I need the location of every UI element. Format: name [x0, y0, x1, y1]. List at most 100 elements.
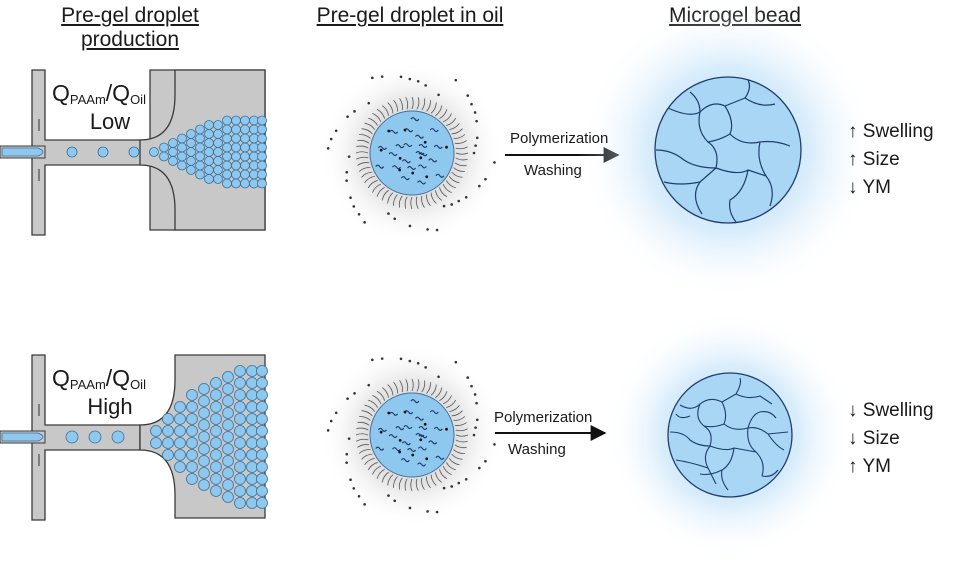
surfactant [439, 187, 448, 198]
surfactant [393, 99, 398, 112]
droplet [257, 133, 267, 144]
droplet [195, 124, 205, 135]
oil-molecule [435, 228, 439, 232]
surfactant [358, 167, 371, 172]
droplet [198, 395, 210, 407]
oil-molecule [352, 487, 356, 490]
surfactant [393, 194, 398, 206]
surfactant [387, 474, 394, 486]
droplet [234, 425, 246, 437]
crosslinker [419, 156, 423, 160]
flow-ratio-low: QPAAm/QOil [52, 80, 146, 107]
oil-molecule [357, 212, 361, 216]
surfactant [439, 109, 448, 119]
surfactant [421, 380, 426, 393]
droplet [111, 430, 125, 444]
effect-high-swelling: ↓ Swelling [848, 397, 934, 425]
droplet [234, 401, 246, 413]
surfactant [355, 433, 369, 436]
droplet [186, 138, 196, 148]
oil-molecule [408, 224, 412, 228]
oil-droplet-high-core [369, 392, 455, 478]
droplet [234, 377, 246, 389]
oil-molecule [363, 221, 366, 224]
surfactant [357, 444, 370, 448]
droplet [231, 178, 241, 189]
surfactant [453, 134, 466, 139]
droplet [204, 165, 214, 175]
droplet [210, 449, 222, 461]
droplet [234, 449, 246, 461]
droplet [222, 178, 232, 189]
crosslinker [411, 171, 415, 175]
droplet [240, 169, 250, 180]
surfactant [364, 458, 375, 466]
droplet [213, 156, 223, 166]
surfactant [439, 469, 448, 480]
droplet [195, 151, 205, 162]
droplet [246, 413, 258, 425]
oil-molecule [424, 366, 427, 369]
droplet [222, 443, 234, 455]
monomer [375, 446, 385, 451]
flow-rate-low: Low [89, 109, 131, 134]
effect-low-ym: ↓ YM [848, 174, 934, 202]
surfactant [355, 151, 369, 154]
droplet [210, 389, 222, 401]
monomer [400, 458, 410, 463]
droplet [246, 401, 258, 413]
droplet [177, 133, 187, 144]
droplet [198, 479, 210, 491]
droplet [231, 133, 241, 144]
effect-high-size-text: Size [862, 428, 900, 449]
surfactant [454, 162, 467, 167]
droplet [257, 160, 267, 171]
oil-molecule [408, 506, 412, 510]
droplet [231, 169, 241, 180]
surfactant [455, 428, 468, 432]
flow-ratio-high: QPAAm/QOil [52, 365, 146, 392]
surfactant [446, 180, 456, 189]
oil-molecule [478, 466, 481, 470]
oil-molecule [347, 437, 351, 440]
monomer [407, 447, 417, 453]
oil-molecule [416, 79, 420, 83]
effect-high-ym: ↑ YM [848, 453, 934, 481]
device-high [0, 354, 268, 521]
surfactant [442, 113, 452, 123]
droplet [65, 430, 79, 444]
oil-molecule [475, 119, 478, 123]
surfactant [454, 444, 467, 449]
monomer [417, 180, 427, 185]
oil-molecule [473, 111, 477, 114]
droplet [213, 165, 223, 175]
droplet [240, 151, 250, 162]
droplet [198, 419, 210, 431]
droplet [210, 485, 222, 497]
surfactant [364, 404, 376, 412]
droplet [210, 377, 222, 389]
surfactant [446, 462, 456, 471]
droplet [256, 389, 268, 401]
oil-molecule [424, 84, 427, 87]
droplet [88, 430, 102, 444]
droplet [174, 449, 186, 461]
droplet [162, 437, 174, 449]
droplet [186, 449, 198, 461]
surfactant [451, 453, 463, 460]
surfactant [451, 410, 463, 417]
droplet [195, 160, 205, 171]
oil-molecule [367, 101, 371, 105]
oil-molecule [437, 93, 440, 97]
oil-molecule [353, 110, 356, 113]
oil-droplet-low-core [369, 110, 455, 196]
droplet [195, 169, 205, 180]
droplet [257, 124, 267, 135]
oil-molecule [450, 203, 453, 206]
oil-molecule [334, 129, 338, 133]
droplet [210, 425, 222, 437]
surfactant [411, 378, 414, 392]
flow-ratio-high-slash: /Q [105, 365, 131, 391]
droplet [257, 151, 267, 162]
droplet [234, 413, 246, 425]
